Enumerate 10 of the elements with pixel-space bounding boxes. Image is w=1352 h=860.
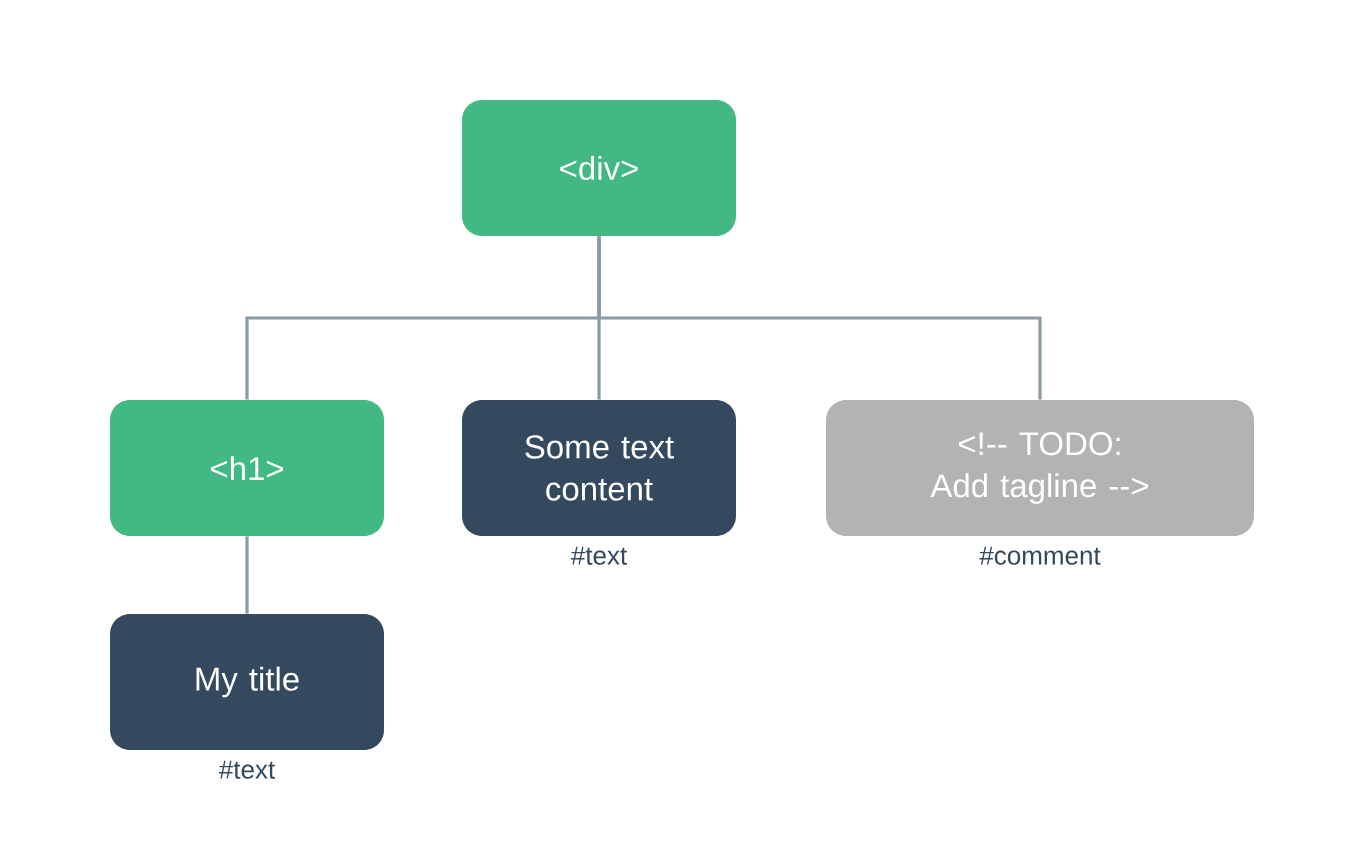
node-caption: #text <box>218 760 275 779</box>
comment-box: <!-- TODO: Add tagline --> <box>826 400 1254 536</box>
connector-line <box>597 236 1042 400</box>
node-caption: #text <box>570 546 627 565</box>
connector-line <box>245 536 249 614</box>
element-box: <div> <box>462 100 736 236</box>
element-box: <h1> <box>110 400 384 536</box>
text-box: Some text content <box>462 400 736 536</box>
node-caption: #comment <box>979 546 1101 565</box>
text-box: My title <box>110 614 384 750</box>
